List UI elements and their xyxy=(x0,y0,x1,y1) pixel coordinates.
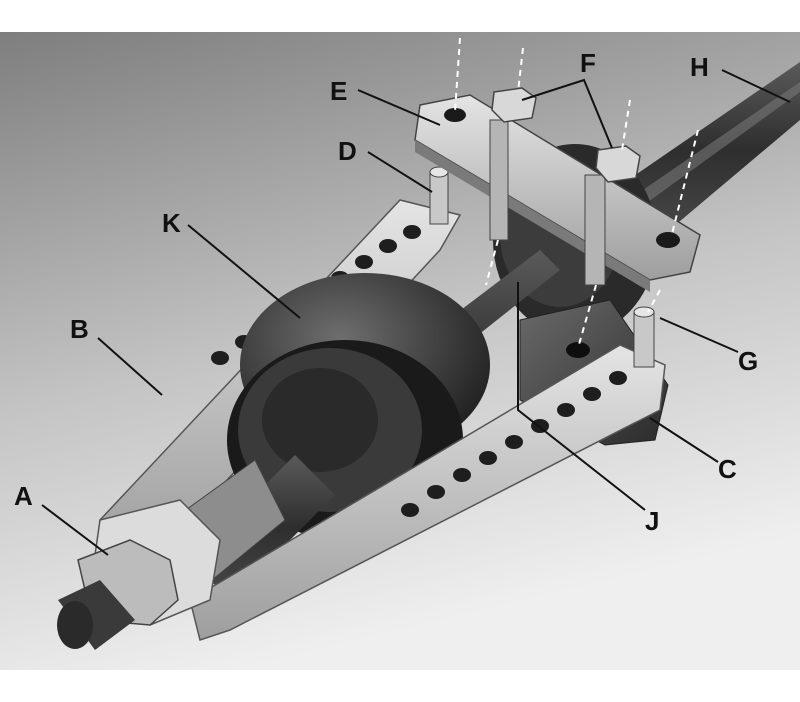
crossbar-hole-right xyxy=(656,232,680,248)
axle-shaft-h xyxy=(628,62,800,238)
bolt-f-right xyxy=(584,145,641,286)
leader-j xyxy=(517,282,646,511)
leader-d xyxy=(367,151,433,193)
label-g: G xyxy=(738,346,758,376)
label-j: J xyxy=(645,506,659,536)
leader-g xyxy=(659,317,739,353)
leader-lines xyxy=(41,69,791,556)
label-d: D xyxy=(338,136,357,166)
leader-a xyxy=(41,504,109,556)
leader-b xyxy=(97,337,163,396)
label-a: A xyxy=(14,481,33,511)
nut-a xyxy=(57,539,179,650)
plate-c-hole xyxy=(566,342,590,358)
leader-k xyxy=(187,224,301,319)
puller-arm-lower xyxy=(189,344,666,641)
label-h: H xyxy=(690,52,709,82)
leader-c xyxy=(649,417,719,463)
leader-e xyxy=(357,89,441,126)
label-e: E xyxy=(330,76,347,106)
leader-f xyxy=(521,78,613,149)
bolt-f-left xyxy=(489,87,537,241)
pin-g xyxy=(633,306,655,368)
arm-holes-lower xyxy=(401,371,627,517)
label-k: K xyxy=(162,208,181,238)
crossbar-hole-left xyxy=(444,108,466,122)
pin-d xyxy=(429,166,449,225)
label-b: B xyxy=(70,314,89,344)
alignment-guides xyxy=(454,37,699,349)
label-f: F xyxy=(580,48,596,78)
leader-h xyxy=(721,69,791,103)
label-c: C xyxy=(718,454,737,484)
